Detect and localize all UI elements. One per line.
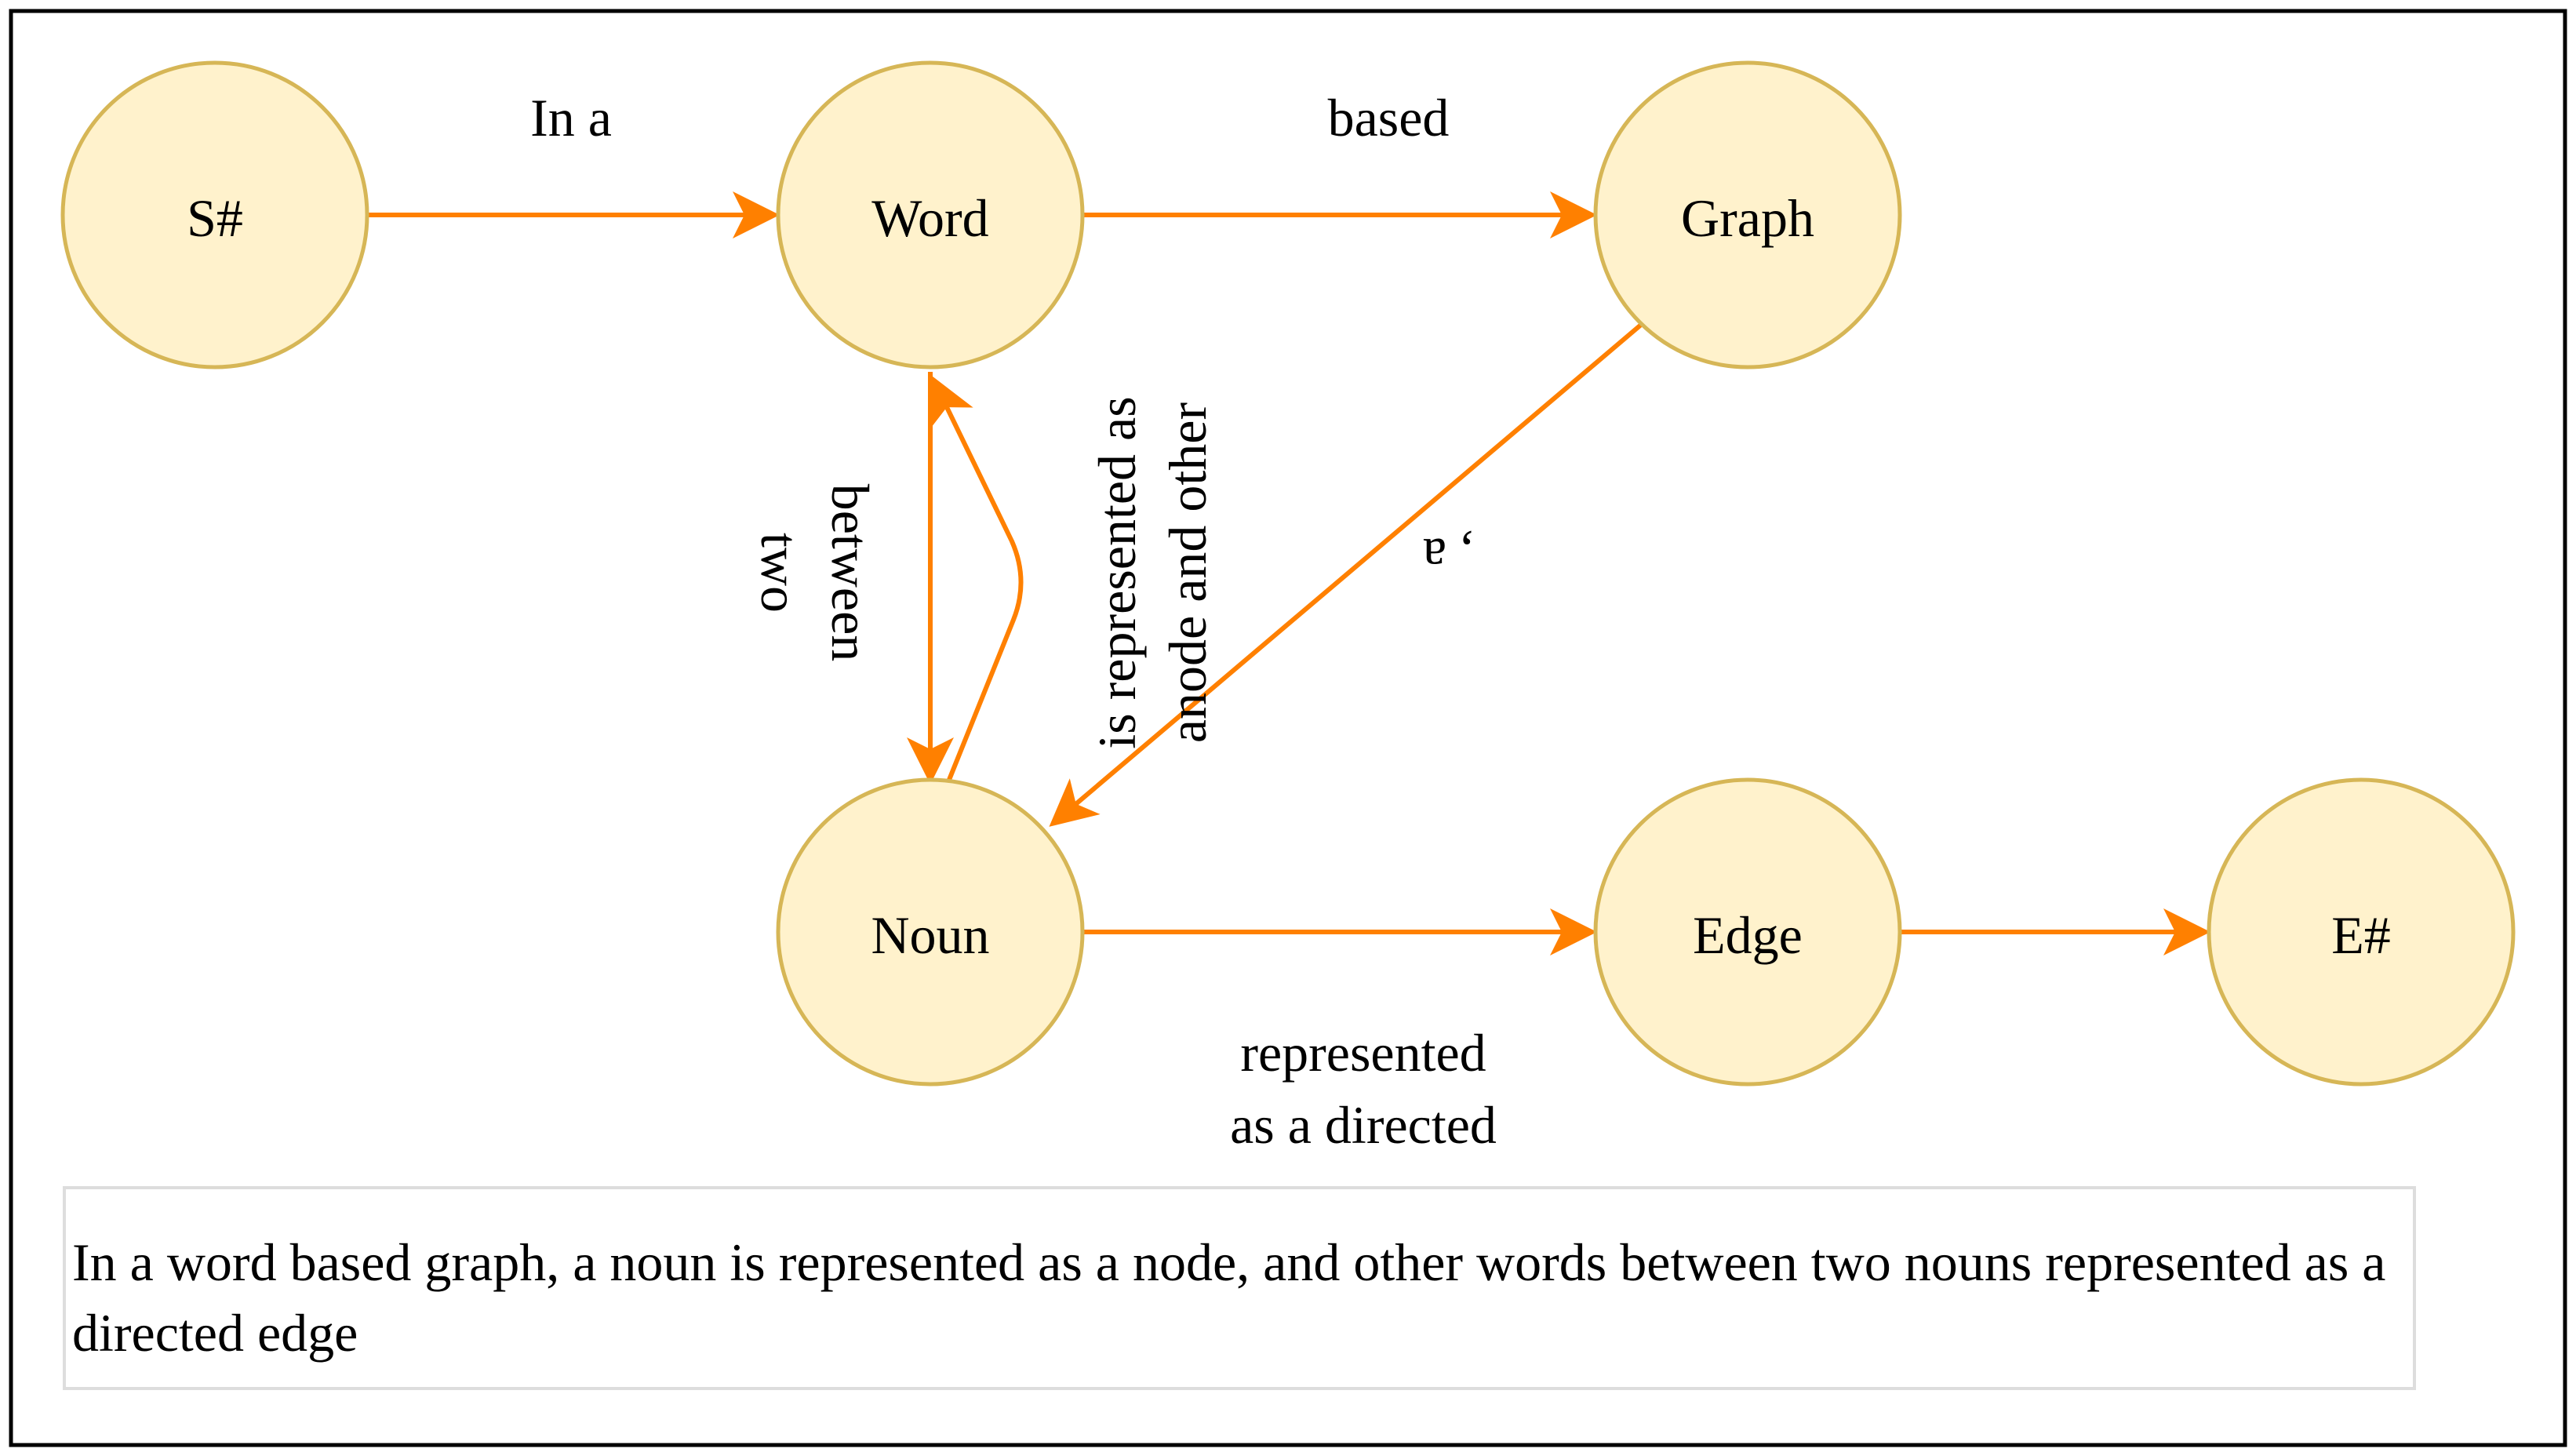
edge-label-noun-to-word-line1: is represented as (1087, 396, 1147, 748)
node-start: S# (60, 60, 369, 369)
node-word-label: Word (871, 188, 988, 248)
edge-graph-to-noun (1049, 322, 1643, 827)
node-edge: Edge (1593, 777, 1902, 1087)
edge-label-word-to-noun: between two (750, 484, 880, 662)
caption-box: In a word based graph, a noun is represe… (63, 1186, 2416, 1390)
node-noun-label: Noun (871, 905, 989, 965)
edge-label-graph-to-noun: , a (1423, 527, 1473, 587)
caption-text: In a word based graph, a noun is represe… (72, 1232, 2386, 1363)
node-graph: Graph (1593, 60, 1902, 369)
node-end: E# (2207, 777, 2516, 1087)
edge-label-word-to-noun-line2: two (750, 533, 810, 613)
node-graph-label: Graph (1681, 188, 1814, 248)
edge-label-word-to-graph: based (1328, 88, 1450, 147)
edge-label-noun-to-edge-line2: as a directed (1230, 1095, 1497, 1155)
edge-noun-to-word (930, 375, 1024, 781)
edge-label-noun-to-edge-line1: represented (1240, 1023, 1486, 1083)
edge-label-noun-to-word-line2: anode and other (1158, 402, 1217, 744)
edge-label-word-to-noun-line1: between (820, 484, 880, 662)
node-word: Word (776, 60, 1085, 369)
node-edge-label: Edge (1693, 905, 1803, 965)
edge-label-start-to-word: In a (530, 88, 612, 147)
node-start-label: S# (187, 188, 243, 248)
edge-label-noun-to-word: is represented as anode and other (1087, 396, 1217, 748)
node-end-label: E# (2331, 905, 2391, 965)
edge-label-noun-to-edge: represented as a directed (1230, 1023, 1497, 1155)
node-noun: Noun (776, 777, 1085, 1087)
